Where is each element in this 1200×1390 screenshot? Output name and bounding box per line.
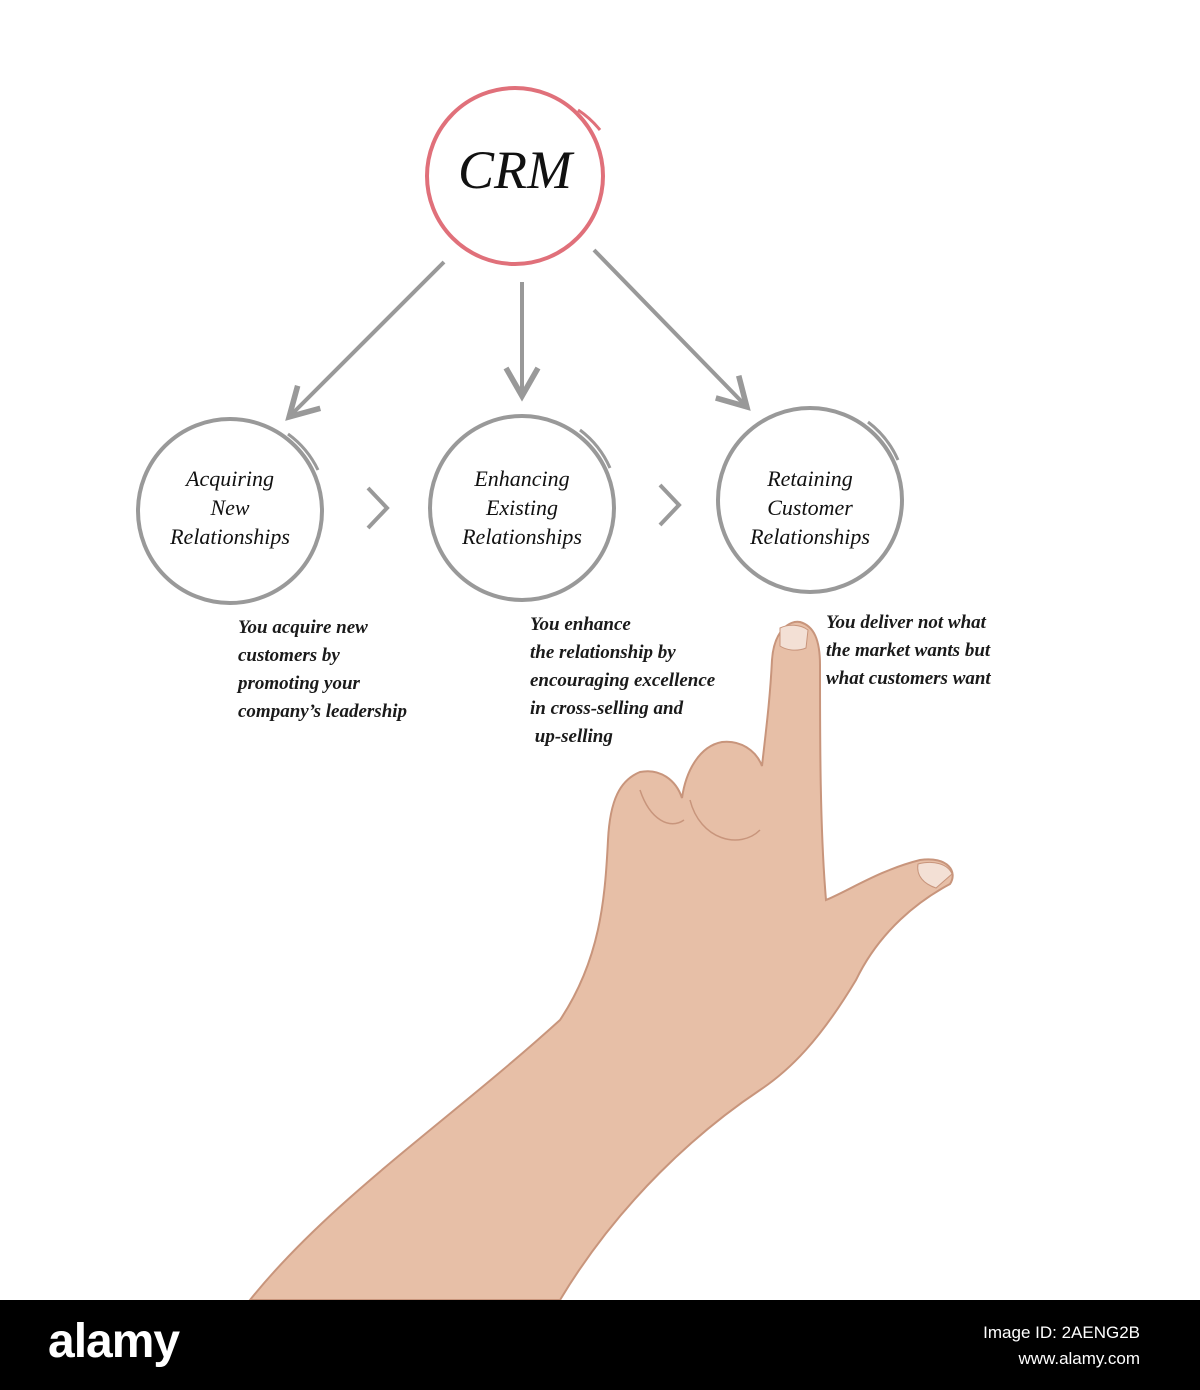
root-node-circle — [425, 86, 605, 266]
node-circle-retaining — [716, 406, 904, 594]
node-label-line: Relationships — [750, 524, 870, 549]
chevron-icon — [366, 486, 390, 530]
node-label-line: Retaining — [767, 466, 853, 491]
pointing-hand-image — [248, 620, 954, 1300]
node-label-acquiring: Acquiring New Relationships — [140, 464, 320, 551]
node-description-acquiring: You acquire new customers by promoting y… — [238, 617, 408, 722]
arrow-to-acquiring — [285, 260, 446, 421]
diagram-canvas: CRM Acquiring New Relationships Enhancin… — [136, 86, 991, 1300]
root-node-label: CRM — [458, 140, 572, 200]
node-label-line: Relationships — [462, 524, 582, 549]
site-url-text: www.alamy.com — [1018, 1349, 1140, 1368]
node-description-enhancing: You enhance the relationship by encourag… — [530, 614, 716, 747]
watermark-info: Image ID: 2AENG2B www.alamy.com — [983, 1320, 1140, 1372]
node-label-line: Existing — [485, 495, 559, 520]
node-circle-enhancing — [428, 414, 616, 602]
chevron-icon — [658, 483, 682, 527]
node-label-enhancing: Enhancing Existing Relationships — [432, 464, 612, 551]
node-label-retaining: Retaining Customer Relationships — [720, 464, 900, 551]
node-label-line: Acquiring — [186, 466, 274, 491]
arrow-to-retaining — [592, 248, 751, 411]
alamy-logo: alamy — [48, 1315, 180, 1368]
watermark-footer: alamy Image ID: 2AENG2B www.alamy.com — [0, 1300, 1200, 1390]
image-id-text: Image ID: 2AENG2B — [983, 1323, 1140, 1342]
node-description-retaining: You deliver not what the market wants bu… — [826, 612, 991, 689]
diagram-graphics — [136, 86, 954, 1300]
node-label-line: Enhancing — [474, 466, 570, 491]
node-label-line: New — [210, 495, 250, 520]
node-label-line: Relationships — [170, 524, 290, 549]
node-circle-acquiring — [136, 417, 324, 605]
node-label-line: Customer — [767, 495, 853, 520]
